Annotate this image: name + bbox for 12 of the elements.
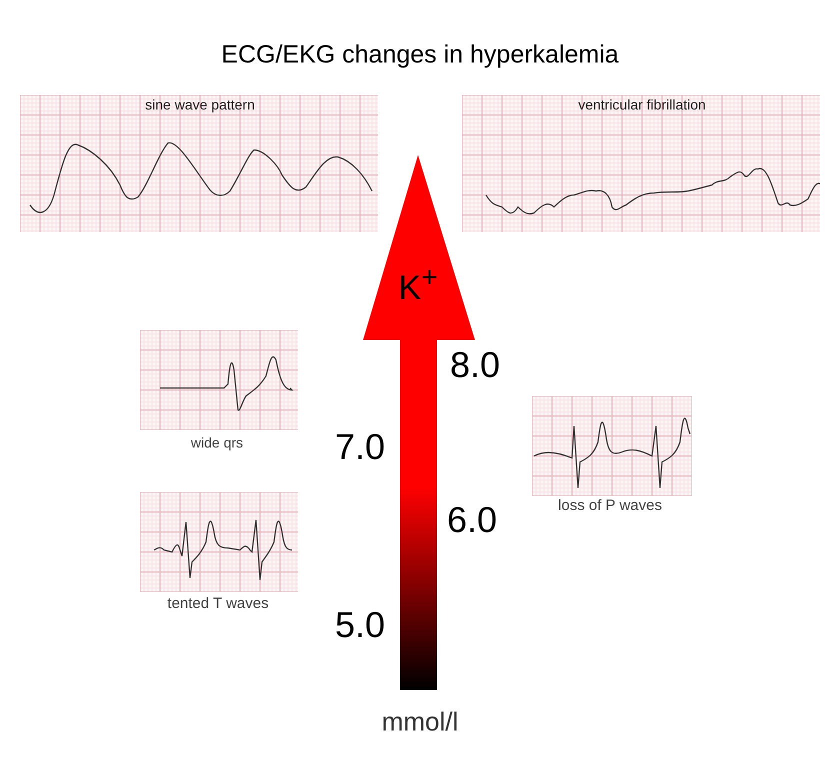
- strip-caption: wide qrs: [190, 435, 244, 451]
- strip-caption: ventricular fibrillation: [578, 97, 706, 113]
- strip-caption: sine wave pattern: [145, 97, 255, 113]
- strip-caption: loss of P waves: [558, 498, 662, 514]
- scale-value: 6.0: [446, 500, 498, 540]
- scale-value: 8.0: [450, 345, 500, 385]
- strip-caption: tented T waves: [167, 596, 269, 612]
- axis-label: K$^{+}$: [398, 262, 438, 308]
- scale-value: 7.0: [334, 427, 386, 467]
- scale-value: 5.0: [334, 605, 386, 645]
- title: ECG/EKG changes in hyperkalemia: [221, 41, 619, 69]
- unit-label: mmol/l: [382, 708, 458, 736]
